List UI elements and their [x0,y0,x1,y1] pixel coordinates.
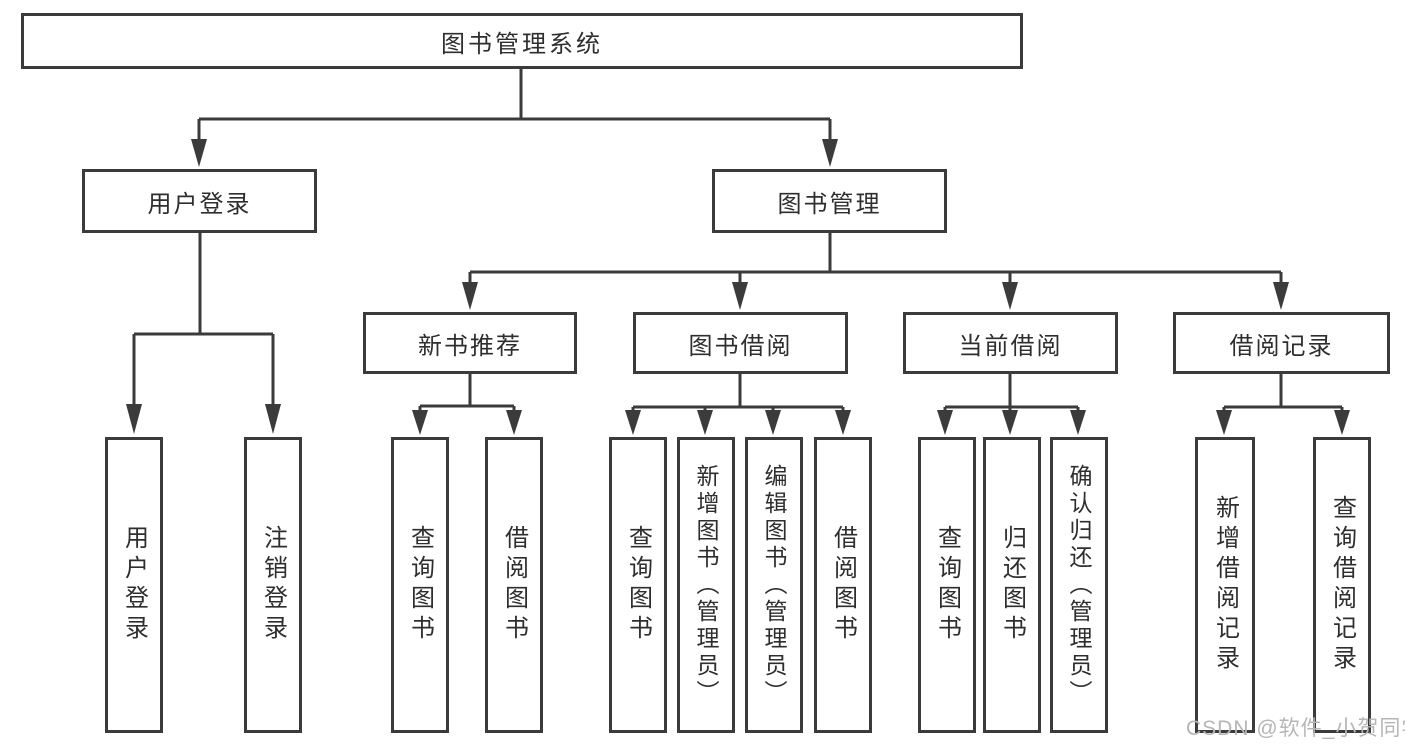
node-label: 注销登录 [259,525,287,645]
leaf-edit-books-admin: 编辑图书（管理员） [745,437,803,733]
leaf-query-books: 查询图书 [609,437,667,733]
node-label: 用户登录 [147,190,252,218]
node-label: 新增借阅记录 [1211,495,1239,675]
leaf-query-books: 查询图书 [918,437,976,733]
leaf-add-borrow-record: 新增借阅记录 [1195,437,1255,733]
node-book-borrowing: 图书借阅 [633,312,848,374]
node-label: 查询图书 [406,525,434,645]
node-label: 新书推荐 [418,332,522,360]
node-label: 借阅记录 [1229,332,1334,360]
leaf-query-books: 查询图书 [391,437,449,733]
node-new-book-recommendation: 新书推荐 [363,312,577,374]
node-label: 图书借阅 [688,332,793,360]
node-label: 确认归还（管理员） [1066,463,1092,707]
node-library-management-system: 图书管理系统 [21,13,1023,69]
node-borrowing-records: 借阅记录 [1173,312,1390,374]
node-book-management: 图书管理 [712,169,947,233]
node-label: 新增图书（管理员） [693,463,719,707]
leaf-user-login: 用户登录 [105,437,163,733]
leaf-logout: 注销登录 [244,437,302,733]
csdn-watermark: CSDN @软件_小贺同学 [1186,717,1405,740]
node-label: 查询借阅记录 [1328,495,1356,675]
node-user-login: 用户登录 [82,169,317,233]
leaf-borrow-books: 借阅图书 [485,437,543,733]
node-label: 当前借阅 [958,332,1063,360]
node-label: 归还图书 [998,525,1026,645]
node-label: 用户登录 [120,525,148,645]
leaf-borrow-books: 借阅图书 [814,437,872,733]
node-label: 图书管理系统 [441,30,603,58]
leaf-query-borrow-record: 查询借阅记录 [1313,437,1371,733]
node-label: 编辑图书（管理员） [761,463,787,707]
leaf-confirm-return-admin: 确认归还（管理员） [1050,437,1108,733]
node-label: 查询图书 [933,525,961,645]
leaf-return-books: 归还图书 [983,437,1041,733]
node-label: 图书管理 [777,190,882,218]
node-label: 借阅图书 [829,525,857,645]
node-label: 查询图书 [624,525,652,645]
leaf-add-books-admin: 新增图书（管理员） [677,437,735,733]
node-current-borrowing: 当前借阅 [903,312,1118,374]
node-label: 借阅图书 [500,525,528,645]
